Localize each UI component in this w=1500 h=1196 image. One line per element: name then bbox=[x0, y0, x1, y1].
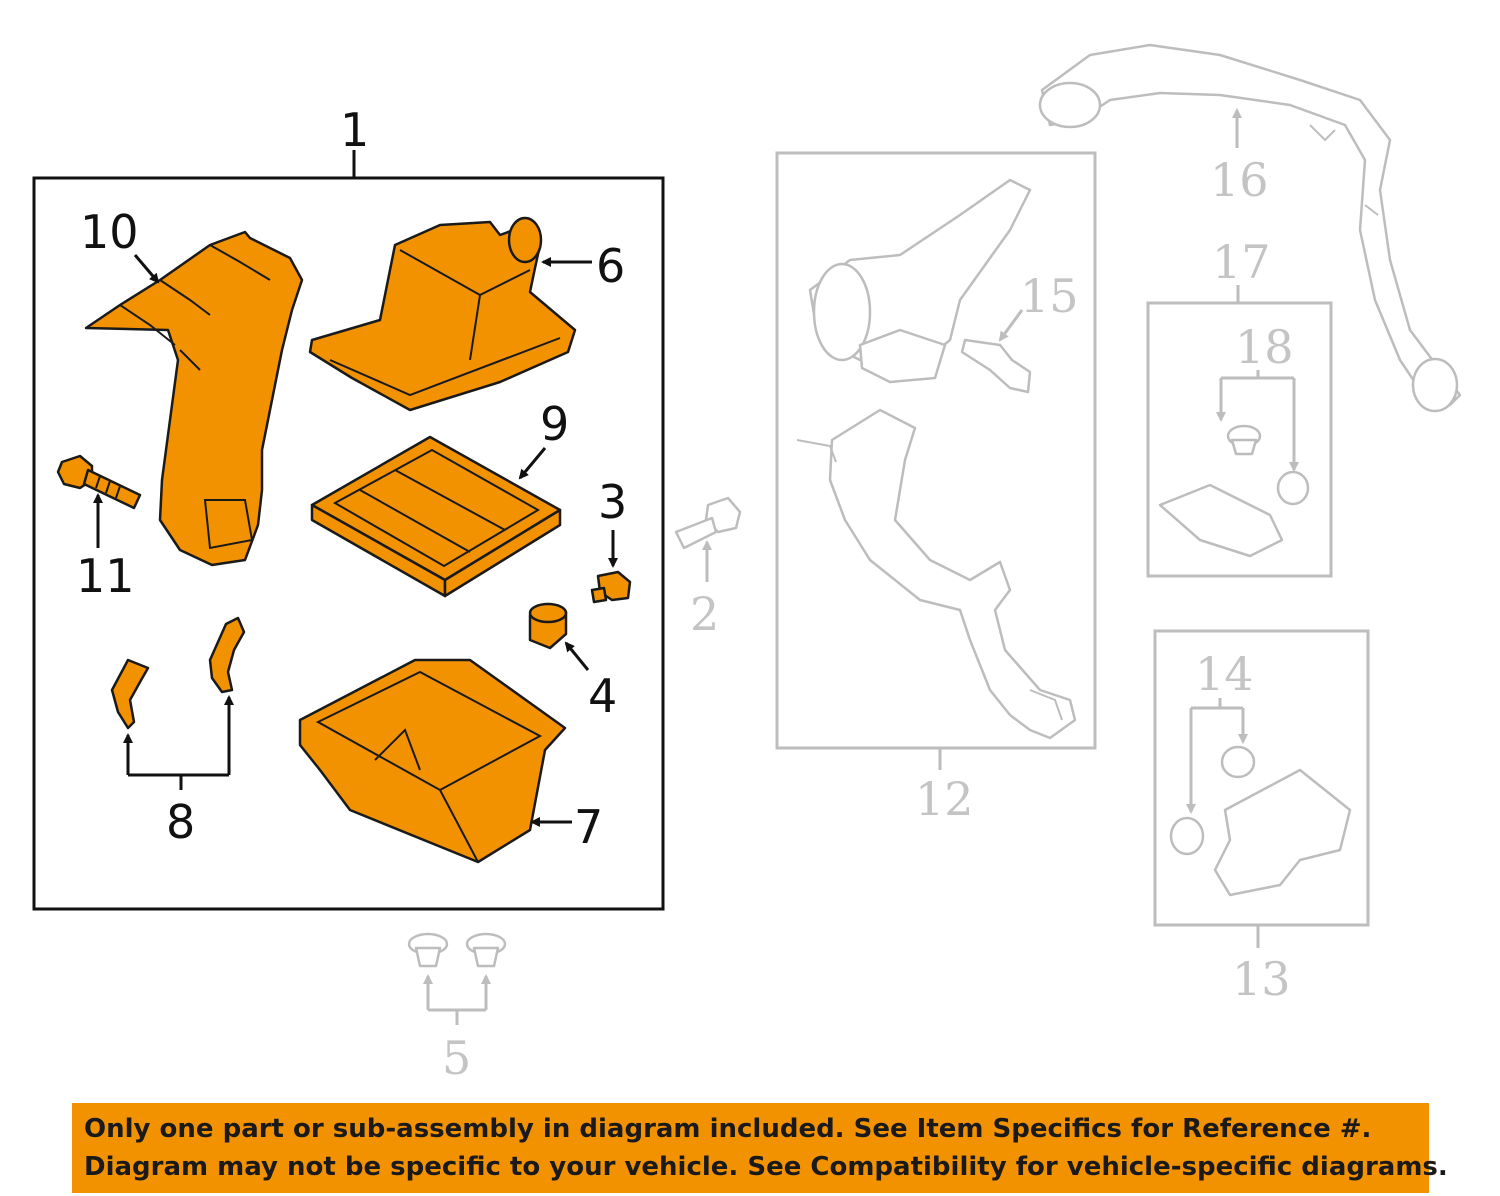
callout-8: 8 bbox=[166, 795, 195, 849]
assembly-frame bbox=[32, 150, 665, 911]
callout-1: 1 bbox=[340, 103, 369, 157]
retaining-clip-part bbox=[110, 616, 246, 730]
muted-screw-part bbox=[674, 496, 742, 550]
upper-hose-part bbox=[1038, 43, 1462, 413]
callout-16: 16 bbox=[1210, 153, 1269, 207]
callout-14: 14 bbox=[1195, 647, 1254, 701]
air-cleaner-cover-part bbox=[308, 216, 577, 412]
callout-11: 11 bbox=[76, 549, 135, 603]
callout-9: 9 bbox=[540, 397, 569, 451]
muted-clip-pair-part bbox=[407, 932, 507, 1025]
bracket-group-13 bbox=[1153, 629, 1370, 927]
callout-3: 3 bbox=[598, 475, 627, 529]
callout-2: 2 bbox=[690, 587, 719, 641]
callout-17: 17 bbox=[1212, 235, 1271, 289]
callout-5: 5 bbox=[442, 1031, 471, 1085]
disclaimer-line-2: Diagram may not be specific to your vehi… bbox=[84, 1152, 1448, 1182]
callout-4: 4 bbox=[588, 669, 617, 723]
callout-18: 18 bbox=[1235, 320, 1294, 374]
callout-7: 7 bbox=[574, 800, 603, 854]
disclaimer-line-1: Only one part or sub-assembly in diagram… bbox=[84, 1114, 1372, 1144]
bracket-group-17 bbox=[1146, 301, 1333, 578]
outlet-duct-group bbox=[775, 151, 1097, 750]
callout-12: 12 bbox=[915, 772, 974, 826]
push-pin-part bbox=[590, 570, 632, 604]
grommet-part bbox=[528, 602, 568, 650]
callout-10: 10 bbox=[80, 205, 139, 259]
air-intake-duct-part bbox=[84, 230, 304, 567]
air-filter-part bbox=[310, 435, 562, 598]
callout-13: 13 bbox=[1232, 952, 1291, 1006]
air-cleaner-lower-housing-part bbox=[298, 658, 567, 864]
bolt-part bbox=[56, 454, 142, 510]
callout-6: 6 bbox=[596, 239, 625, 293]
disclaimer-banner: Only one part or sub-assembly in diagram… bbox=[72, 1103, 1448, 1193]
callout-8-bracket bbox=[123, 695, 234, 790]
callout-15: 15 bbox=[1020, 269, 1079, 323]
